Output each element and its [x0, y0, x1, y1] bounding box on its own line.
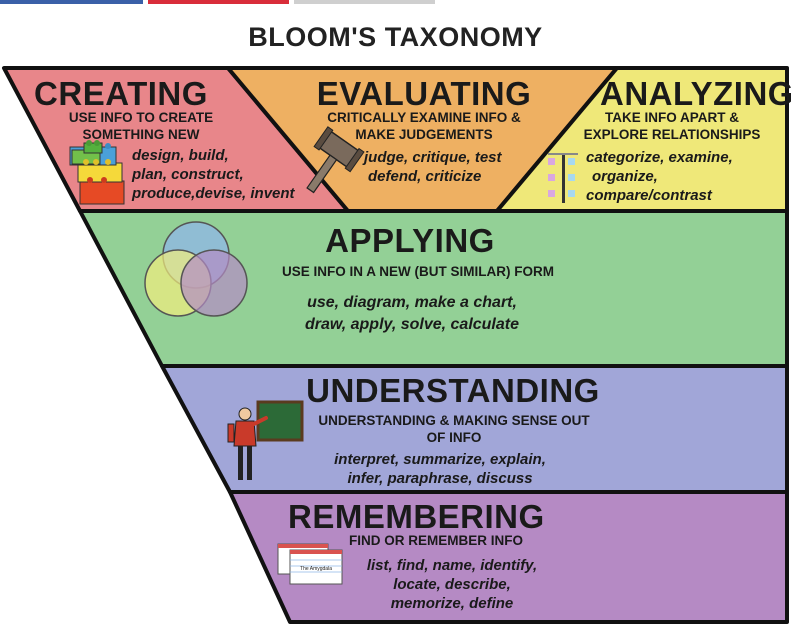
teacher-chalkboard-icon [227, 400, 304, 480]
remembering-heading: REMEMBERING [288, 498, 545, 535]
card-label: The Amygdala [300, 566, 332, 572]
remembering-description: FIND OR REMEMBER INFO [349, 533, 523, 548]
understanding-verbs: interpret, summarize, explain, infer, pa… [334, 451, 546, 487]
remembering-verbs: list, find, name, identify, locate, desc… [366, 557, 538, 612]
understanding-description: UNDERSTANDING & MAKING SENSE OUT OF INFO [318, 413, 590, 445]
index-cards-icon: The Amygdala [277, 543, 343, 585]
analyzing-heading: ANALYZING [600, 75, 791, 112]
understanding-heading: UNDERSTANDING [306, 372, 600, 409]
evaluating-heading: EVALUATING [316, 75, 532, 112]
creating-description: USE INFO TO CREATE SOMETHING NEW [68, 110, 214, 142]
evaluating-verbs: judge, critique, test defend, criticize [364, 149, 502, 185]
remembering-section [228, 490, 789, 624]
applying-verbs: use, diagram, make a chart, draw, apply,… [304, 294, 519, 333]
tab-strip-red [148, 0, 289, 4]
analyzing-description: TAKE INFO APART & EXPLORE RELATIONSHIPS [583, 110, 761, 142]
applying-description: USE INFO IN A NEW (BUT SIMILAR) FORM [282, 264, 554, 279]
gavel-icon [306, 126, 365, 194]
analyzing-verbs: categorize, examine, organize, compare/c… [586, 149, 733, 204]
tab-strip-blue [0, 0, 143, 4]
creating-verbs: design, build, plan, construct, produce,… [132, 147, 295, 202]
venn-diagram-icon [144, 221, 248, 317]
applying-heading: APPLYING [325, 222, 495, 259]
creating-heading: CREATING [34, 75, 208, 112]
evaluating-description: CRITICALLY EXAMINE INFO & MAKE JUDGEMENT… [327, 110, 521, 142]
sorting-chart-icon [548, 153, 578, 203]
lego-blocks-icon [69, 140, 125, 205]
page-title: BLOOM'S TAXONOMY [248, 22, 543, 52]
tab-strip-gray [294, 0, 435, 4]
